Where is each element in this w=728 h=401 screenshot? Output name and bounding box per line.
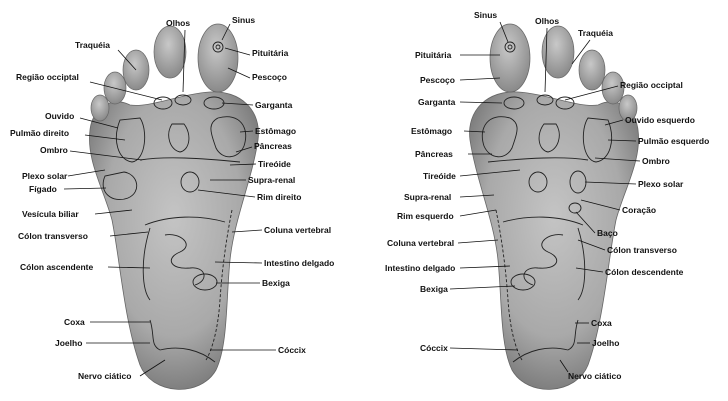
left-toe-2: [154, 26, 186, 78]
label-tireoide: Tireóide: [258, 159, 291, 169]
label-olhos: Olhos: [166, 18, 190, 28]
label-intestino-delgado: Intestino delgado: [264, 258, 334, 268]
label-coxa: Coxa: [64, 317, 85, 327]
label-coracao: Coração: [622, 205, 656, 215]
label-vesicula-biliar: Vesícula biliar: [22, 209, 79, 219]
left-foot: [89, 24, 258, 389]
label-olhos-right: Olhos: [535, 16, 559, 26]
label-pituitaria-right: Pituitária: [415, 50, 451, 60]
label-nervo-ciatico-right: Nervo ciático: [568, 371, 621, 381]
label-regiao-occipital: Região occiptal: [16, 72, 79, 82]
label-garganta: Garganta: [255, 100, 292, 110]
label-sinus: Sinus: [232, 15, 255, 25]
left-big-toe: [198, 24, 238, 92]
label-colon-transverso: Cólon transverso: [18, 231, 88, 241]
label-pancreas-right: Pâncreas: [415, 149, 453, 159]
label-nervo-ciatico: Nervo ciático: [78, 371, 131, 381]
left-toe-5: [91, 95, 109, 121]
label-sinus-right: Sinus: [474, 10, 497, 20]
label-tireoide-right: Tireóide: [423, 171, 456, 181]
label-traqueia: Traquéia: [75, 40, 110, 50]
label-coluna-vertebral: Coluna vertebral: [264, 225, 331, 235]
label-baco: Baço: [597, 228, 618, 238]
label-pescoco: Pescoço: [252, 72, 287, 82]
label-plexo-solar: Plexo solar: [22, 171, 67, 181]
label-bexiga: Bexiga: [262, 278, 290, 288]
label-ouvido: Ouvido: [45, 111, 74, 121]
right-big-toe: [490, 24, 530, 92]
label-coxa-right: Coxa: [591, 318, 612, 328]
label-colon-descendente: Cólon descendente: [605, 267, 683, 277]
label-plexo-solar-right: Plexo solar: [638, 179, 683, 189]
label-coccix: Cóccix: [278, 345, 306, 355]
label-ombro: Ombro: [40, 145, 68, 155]
label-joelho-right: Joelho: [592, 338, 619, 348]
left-sole: [89, 92, 258, 389]
label-rim-esquerdo: Rim esquerdo: [397, 211, 454, 221]
label-rim-direito: Rim direito: [257, 192, 301, 202]
label-ouvido-esquerdo: Ouvido esquerdo: [625, 115, 695, 125]
right-toe-3: [579, 50, 605, 90]
label-coluna-vertebral-right: Coluna vertebral: [387, 238, 454, 248]
label-garganta-right: Garganta: [418, 97, 455, 107]
label-bexiga-right: Bexiga: [420, 284, 448, 294]
label-figado: Fígado: [29, 184, 57, 194]
label-ombro-right: Ombro: [642, 156, 670, 166]
label-coccix-right: Cóccix: [420, 343, 448, 353]
label-joelho: Joelho: [55, 338, 82, 348]
label-supra-renal-right: Supra-renal: [404, 192, 451, 202]
label-estomago: Estômago: [255, 126, 296, 136]
label-estomago-right: Estômago: [411, 126, 452, 136]
label-pulmao-direito: Pulmão direito: [10, 128, 69, 138]
label-pancreas: Pâncreas: [254, 141, 292, 151]
label-colon-transverso-right: Cólon transverso: [607, 245, 677, 255]
right-foot: [470, 24, 639, 389]
label-intestino-delgado-right: Intestino delgado: [385, 263, 455, 273]
label-supra-renal: Supra-renal: [248, 175, 295, 185]
label-pescoco-right: Pescoço: [420, 75, 455, 85]
label-pituitaria: Pituitária: [252, 48, 288, 58]
label-traqueia-right: Traquéia: [578, 28, 613, 38]
label-regiao-occipital-right: Região occiptal: [620, 80, 683, 90]
label-pulmao-esquerdo: Pulmão esquerdo: [638, 136, 709, 146]
label-colon-ascendente: Cólon ascendente: [20, 262, 93, 272]
